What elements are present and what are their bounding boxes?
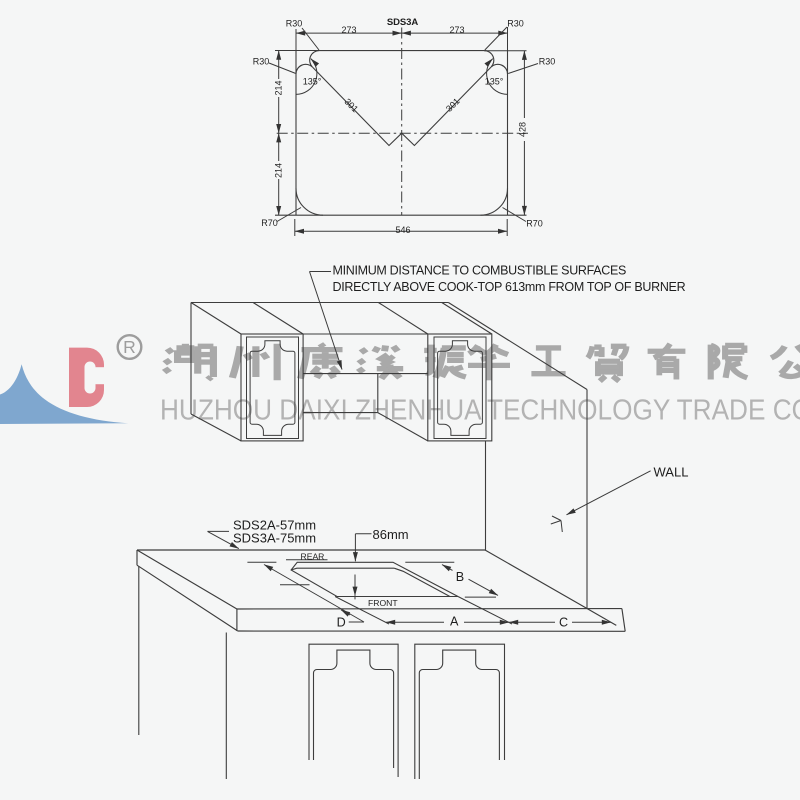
svg-text:D: D: [337, 616, 346, 630]
svg-text:R: R: [123, 337, 136, 357]
svg-text:C: C: [559, 616, 568, 630]
svg-text:R30: R30: [539, 57, 556, 67]
svg-text:SDS3A-75mm: SDS3A-75mm: [233, 531, 316, 546]
svg-text:REAR: REAR: [301, 551, 325, 561]
svg-text:HUZHOU DAIXI ZHENHUA TECHNOLOG: HUZHOU DAIXI ZHENHUA TECHNOLOGY TRADE CO: [160, 395, 800, 427]
svg-text:SDS2A-57mm: SDS2A-57mm: [233, 518, 316, 533]
svg-text:214: 214: [274, 163, 284, 178]
svg-text:301: 301: [444, 96, 462, 114]
svg-text:86mm: 86mm: [373, 527, 409, 542]
svg-text:WALL: WALL: [654, 465, 689, 480]
svg-text:135°: 135°: [485, 77, 504, 87]
svg-text:546: 546: [395, 225, 410, 235]
svg-text:273: 273: [341, 25, 356, 35]
svg-text:R70: R70: [261, 218, 278, 228]
svg-text:214: 214: [274, 80, 284, 95]
svg-text:DIRECTLY ABOVE COOK-TOP 613mm: DIRECTLY ABOVE COOK-TOP 613mm FROM TOP O…: [333, 280, 686, 294]
svg-text:SDS3A: SDS3A: [387, 17, 418, 28]
svg-text:428: 428: [518, 122, 528, 137]
svg-text:MINIMUM DISTANCE TO COMBUSTIBL: MINIMUM DISTANCE TO COMBUSTIBLE SURFACES: [333, 264, 627, 278]
svg-text:B: B: [456, 570, 464, 584]
svg-text:R70: R70: [526, 219, 543, 229]
svg-text:R30: R30: [253, 57, 270, 67]
svg-text:R30: R30: [507, 19, 524, 29]
svg-text:273: 273: [449, 25, 464, 35]
svg-text:301: 301: [342, 97, 360, 115]
svg-text:R30: R30: [286, 19, 303, 29]
svg-text:A: A: [450, 615, 459, 629]
svg-text:135°: 135°: [303, 77, 322, 87]
svg-text:FRONT: FRONT: [368, 598, 398, 608]
